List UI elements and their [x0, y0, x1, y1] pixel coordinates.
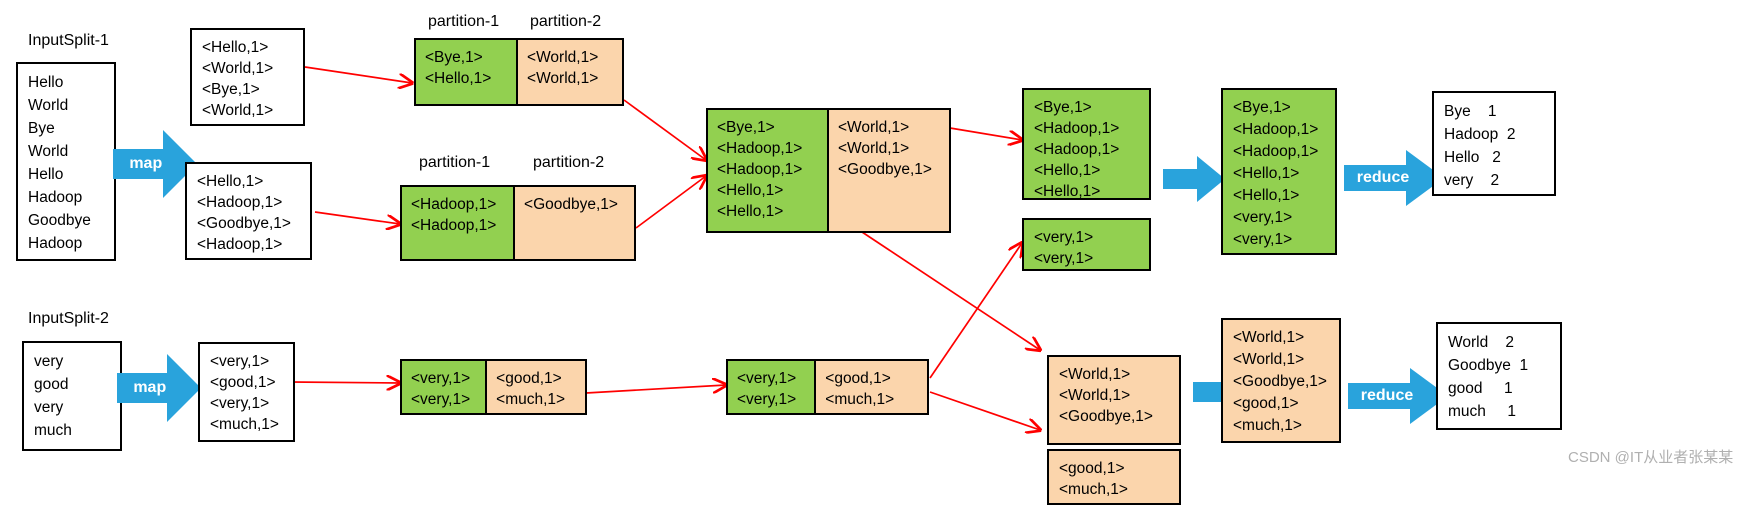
merge-center-right-cell: <World,1> <World,1> <Goodbye,1> — [829, 110, 949, 231]
reduce-arrow-1[interactable]: reduce — [1344, 148, 1444, 208]
partition-box-bottom: <very,1> <very,1> <good,1> <much,1> — [400, 359, 587, 415]
inputsplit-1-text: Hello World Bye World Hello Hadoop Goodb… — [28, 74, 91, 252]
output-1-box: Bye 1 Hadoop 2 Hello 2 very 2 — [1432, 91, 1556, 196]
label-inputsplit-1: InputSplit-1 — [28, 32, 109, 49]
partition-mid-right-cell: <Goodbye,1> — [515, 187, 634, 259]
partition-mid-left-cell: <Hadoop,1> <Hadoop,1> — [402, 187, 516, 259]
shuffle-reducer2-orange-b: <good,1> <much,1> — [1047, 449, 1181, 505]
label-partition-1-top: partition-1 — [428, 13, 500, 30]
partition-bottom-right-cell: <good,1> <much,1> — [487, 361, 585, 413]
shuffle-reducer2-orange-a: <World,1> <World,1> <Goodbye,1> — [1047, 355, 1181, 445]
inputsplit-2-box: very good very much — [22, 341, 122, 451]
partition-bottom-left-cell: <very,1> <very,1> — [402, 361, 488, 413]
shuffle-reducer1-green-b: <very,1> <very,1> — [1022, 218, 1151, 271]
merge-bottom-right-cell: <good,1> <much,1> — [816, 361, 927, 413]
map-output-1a-text: <Hello,1> <World,1> <Bye,1> <World,1> — [202, 39, 274, 119]
sort-arrow-1 — [1163, 155, 1225, 203]
shuffle-reducer2-orange-b-text: <good,1> <much,1> — [1059, 460, 1128, 498]
partition-top-left-cell: <Bye,1> <Hello,1> — [416, 40, 519, 104]
watermark: CSDN @IT从业者张某某 — [1568, 449, 1734, 466]
output-1-text: Bye 1 Hadoop 2 Hello 2 very 2 — [1444, 103, 1516, 189]
partition-box-mid: <Hadoop,1> <Hadoop,1> <Goodbye,1> — [400, 185, 636, 261]
inputsplit-1-box: Hello World Bye World Hello Hadoop Goodb… — [16, 62, 116, 261]
label-partition-2-top: partition-2 — [530, 13, 602, 30]
shuffle-reducer2-orange-a-text: <World,1> <World,1> <Goodbye,1> — [1059, 366, 1153, 425]
merge-box-center: <Bye,1> <Hadoop,1> <Hadoop,1> <Hello,1> … — [706, 108, 951, 233]
sorted-reducer1-text: <Bye,1> <Hadoop,1> <Hadoop,1> <Hello,1> … — [1233, 99, 1319, 248]
reduce-arrow-2[interactable]: reduce — [1348, 366, 1448, 426]
shuffle-reducer1-green-a-text: <Bye,1> <Hadoop,1> <Hadoop,1> <Hello,1> … — [1034, 99, 1120, 200]
map-arrow-2[interactable]: map — [117, 352, 201, 424]
shuffle-reducer1-green-b-text: <very,1> <very,1> — [1034, 229, 1094, 267]
shuffle-reducer1-green-a: <Bye,1> <Hadoop,1> <Hadoop,1> <Hello,1> … — [1022, 88, 1151, 200]
partition-box-top: <Bye,1> <Hello,1> <World,1> <World,1> — [414, 38, 624, 106]
sorted-reducer2-text: <World,1> <World,1> <Goodbye,1> <good,1>… — [1233, 329, 1327, 434]
partition-top-right-cell: <World,1> <World,1> — [518, 40, 622, 104]
map-output-2-text: <very,1> <good,1> <very,1> <much,1> — [210, 353, 279, 433]
label-partition-1-mid: partition-1 — [419, 154, 491, 171]
label-partition-2-mid: partition-2 — [533, 154, 605, 171]
map-output-2-box: <very,1> <good,1> <very,1> <much,1> — [198, 342, 295, 442]
sorted-reducer2-box: <World,1> <World,1> <Goodbye,1> <good,1>… — [1221, 318, 1341, 443]
output-2-box: World 2 Goodbye 1 good 1 much 1 — [1436, 322, 1562, 430]
map-output-1b-box: <Hello,1> <Hadoop,1> <Goodbye,1> <Hadoop… — [185, 162, 312, 260]
sorted-reducer1-box: <Bye,1> <Hadoop,1> <Hadoop,1> <Hello,1> … — [1221, 88, 1337, 255]
merge-box-bottom: <very,1> <very,1> <good,1> <much,1> — [726, 359, 929, 415]
map-output-1a-box: <Hello,1> <World,1> <Bye,1> <World,1> — [190, 28, 305, 126]
map-output-1b-text: <Hello,1> <Hadoop,1> <Goodbye,1> <Hadoop… — [197, 173, 291, 253]
merge-bottom-left-cell: <very,1> <very,1> — [728, 361, 817, 413]
merge-center-left-cell: <Bye,1> <Hadoop,1> <Hadoop,1> <Hello,1> … — [708, 110, 829, 231]
inputsplit-2-text: very good very much — [34, 353, 72, 439]
label-inputsplit-2: InputSplit-2 — [28, 310, 109, 327]
output-2-text: World 2 Goodbye 1 good 1 much 1 — [1448, 334, 1529, 420]
